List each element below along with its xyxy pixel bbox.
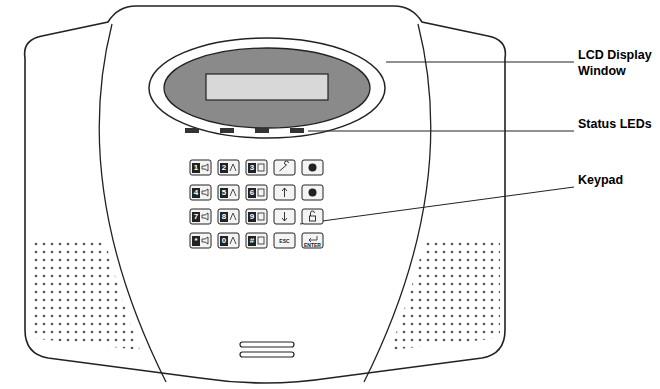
key-number: 3 [248, 163, 256, 173]
key-text: ENTER [303, 242, 322, 248]
key-cap [190, 185, 211, 200]
key-cap [246, 209, 267, 224]
key-cap [190, 233, 211, 248]
key-icon [202, 164, 208, 171]
key-icon [202, 237, 208, 244]
key-number: # [248, 236, 256, 246]
key-cap [246, 233, 267, 248]
key-cap [218, 160, 239, 175]
key-icon [258, 189, 264, 196]
key-number: 8 [220, 212, 228, 222]
key-icon [230, 189, 236, 196]
key-icon [258, 164, 264, 171]
key-cap [274, 209, 295, 224]
key-number: 4 [192, 188, 200, 198]
callout-label: Status LEDs [578, 116, 658, 132]
status-led [220, 128, 234, 133]
key-icon [202, 213, 208, 220]
key-text: ESC [275, 238, 294, 244]
arrow-down-icon [282, 212, 287, 221]
key-icon [230, 213, 236, 220]
key-cap [190, 209, 211, 224]
key-number: 6 [248, 188, 256, 198]
key-number: 1 [192, 163, 200, 173]
callout-label: LCD Display Window [578, 47, 658, 79]
key-icon [230, 164, 236, 171]
key-icon [202, 189, 208, 196]
key-cap [246, 185, 267, 200]
key-cap [274, 185, 295, 200]
leader-line [386, 62, 574, 63]
lcd-display [206, 74, 328, 100]
key-cap [246, 160, 267, 175]
leader-line [308, 131, 574, 132]
key-cap [302, 160, 323, 175]
key-number: 0 [220, 236, 228, 246]
lcd-window [164, 48, 370, 128]
unlock-icon [311, 211, 315, 216]
key-icon [280, 161, 289, 171]
unlock-icon [310, 216, 316, 221]
key-icon [258, 213, 264, 220]
key-cap [302, 185, 323, 200]
key-cap [218, 209, 239, 224]
speaker-grille [380, 230, 510, 360]
key-icon [258, 237, 264, 244]
key-icon [309, 189, 317, 197]
key-number: 2 [220, 163, 228, 173]
status-led [255, 128, 269, 133]
key-cap [302, 233, 323, 248]
key-number: 9 [248, 212, 256, 222]
callout-label: Keypad [578, 172, 658, 188]
key-cap [274, 160, 295, 175]
arrow-up-icon [282, 188, 287, 197]
key-cap [274, 233, 295, 248]
key-cap [302, 209, 323, 224]
key-icon [230, 237, 236, 244]
status-led [290, 128, 304, 133]
enter-arrow [309, 236, 317, 242]
key-cap [218, 185, 239, 200]
key-cap [218, 233, 239, 248]
speaker-grille [20, 230, 150, 360]
key-cap [190, 160, 211, 175]
leader-line [300, 187, 574, 224]
status-led [185, 128, 199, 133]
key-number: 7 [192, 212, 200, 222]
sound-slot [240, 342, 294, 347]
key-icon [309, 164, 317, 172]
key-number: 5 [220, 188, 228, 198]
lcd-bezel [149, 38, 385, 138]
key-number: * [192, 236, 200, 246]
keypad-keys [190, 160, 323, 248]
sound-slot [240, 352, 294, 357]
